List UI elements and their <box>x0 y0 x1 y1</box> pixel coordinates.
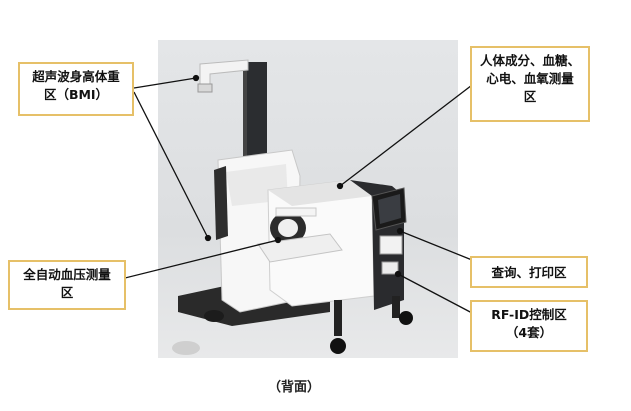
callout-body-composition-line1: 人体成分、血糖、 <box>479 53 580 68</box>
callout-rfid-line1: RF-ID控制区 <box>491 307 567 322</box>
callout-body-composition-line2: 心电、血氧测量 <box>486 71 574 86</box>
callout-auto-bp: 全自动血压测量 区 <box>8 260 126 310</box>
rear-leg <box>392 296 400 318</box>
base-foot-left <box>204 310 224 322</box>
callout-auto-bp-line1: 全自动血压测量 <box>23 267 111 282</box>
callout-query-print-line1: 查询、打印区 <box>491 265 567 280</box>
callout-auto-bp-line2: 区 <box>60 285 74 300</box>
ultrasound-sensor <box>197 83 213 93</box>
printer-slot <box>379 235 403 255</box>
callout-ultrasound-bmi-line2: 区（BMI） <box>43 87 109 102</box>
wheel-front <box>330 338 346 354</box>
callout-rfid-line2: （4套） <box>505 325 553 340</box>
side-handle <box>214 166 228 240</box>
callout-body-composition-line3: 区 <box>523 89 537 104</box>
wheel-rear <box>399 311 413 325</box>
callout-ultrasound-bmi: 超声波身高体重 区（BMI） <box>18 62 134 116</box>
callout-query-print: 查询、打印区 <box>470 256 588 288</box>
floor-object <box>172 341 200 355</box>
leader-lines <box>124 74 477 315</box>
callout-rfid: RF-ID控制区 （4套） <box>470 300 588 352</box>
bp-arm-rest <box>257 233 343 263</box>
front-leg <box>334 300 342 336</box>
rfid-reader <box>381 261 399 275</box>
callout-body-composition: 人体成分、血糖、 心电、血氧测量 区 <box>470 46 590 122</box>
callout-ultrasound-bmi-line1: 超声波身高体重 <box>32 69 120 84</box>
view-caption: （背面） <box>268 380 321 395</box>
